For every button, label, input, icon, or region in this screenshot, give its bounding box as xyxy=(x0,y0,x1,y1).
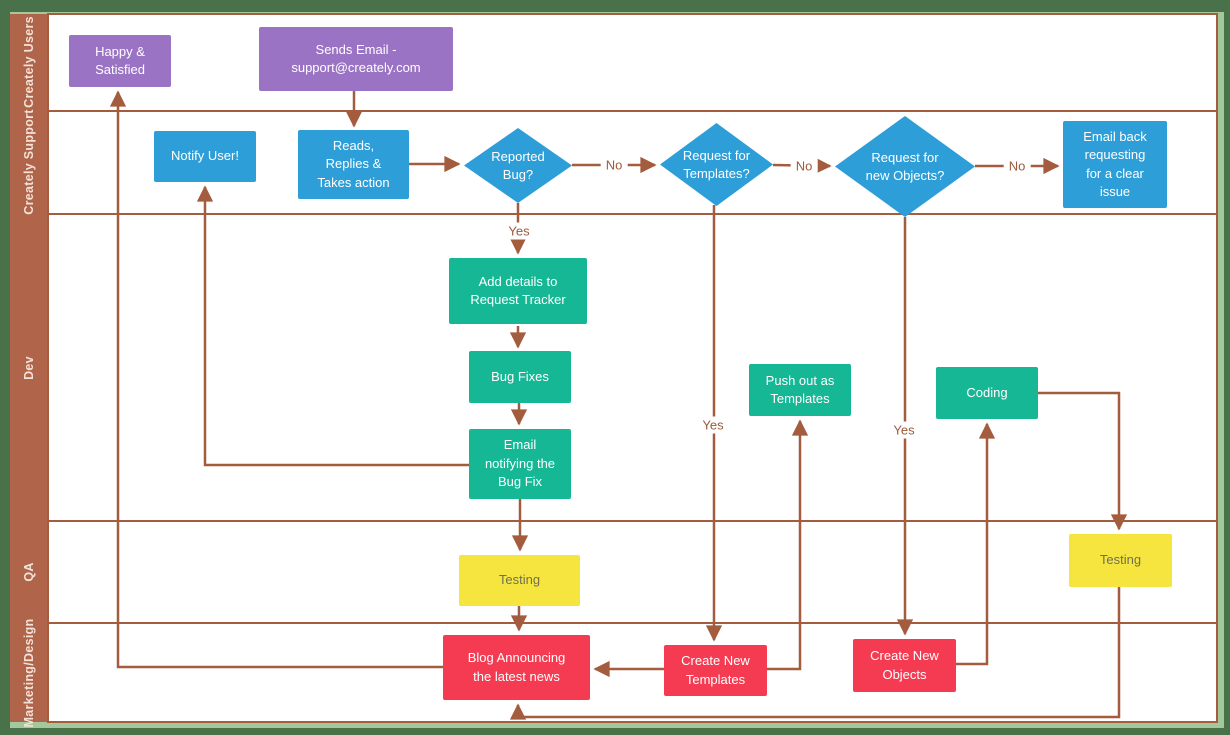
edge-blog-to-happy xyxy=(109,90,443,669)
swimlane-sidebar xyxy=(10,14,48,722)
edge-label-request-objects-yes: Yes xyxy=(888,421,920,439)
node-email-back[interactable]: Email back requesting for a clear issue xyxy=(1063,121,1167,208)
edge-email-notifying-to-notify-user xyxy=(196,185,469,467)
node-create-objects[interactable]: Create New Objects xyxy=(853,639,956,692)
node-reads-replies[interactable]: Reads, Replies & Takes action xyxy=(298,130,409,199)
node-notify-user[interactable]: Notify User! xyxy=(154,131,256,182)
node-happy-satisfied[interactable]: Happy & Satisfied xyxy=(69,35,171,87)
node-add-details[interactable]: Add details to Request Tracker xyxy=(449,258,587,324)
node-blog-announcing[interactable]: Blog Announcing the latest news xyxy=(443,635,590,700)
node-create-templates[interactable]: Create New Templates xyxy=(664,645,767,696)
edge-label-request-templates-yes: Yes xyxy=(697,416,729,434)
node-testing-dev[interactable]: Testing xyxy=(459,555,580,606)
node-email-notifying[interactable]: Email notifying the Bug Fix xyxy=(469,429,571,499)
edge-create-templates-to-push-out xyxy=(766,419,809,671)
edge-label-reported-bug-no: No xyxy=(600,156,628,174)
edge-testing-objects-to-blog xyxy=(509,587,1121,720)
edge-create-objects-to-coding xyxy=(956,422,996,666)
node-coding[interactable]: Coding xyxy=(936,367,1038,419)
node-bug-fixes[interactable]: Bug Fixes xyxy=(469,351,571,403)
swimlane-grid xyxy=(47,13,1218,723)
node-push-out-templates[interactable]: Push out as Templates xyxy=(749,364,851,416)
edge-coding-to-testing xyxy=(1038,391,1128,531)
node-testing-objects[interactable]: Testing xyxy=(1069,534,1172,587)
edge-label-request-objects-no: No xyxy=(1003,157,1031,175)
edge-label-reported-bug-yes: Yes xyxy=(503,222,535,240)
edge-label-request-templates-no: No xyxy=(790,157,818,175)
node-sends-email[interactable]: Sends Email - support@creately.com xyxy=(259,27,453,91)
